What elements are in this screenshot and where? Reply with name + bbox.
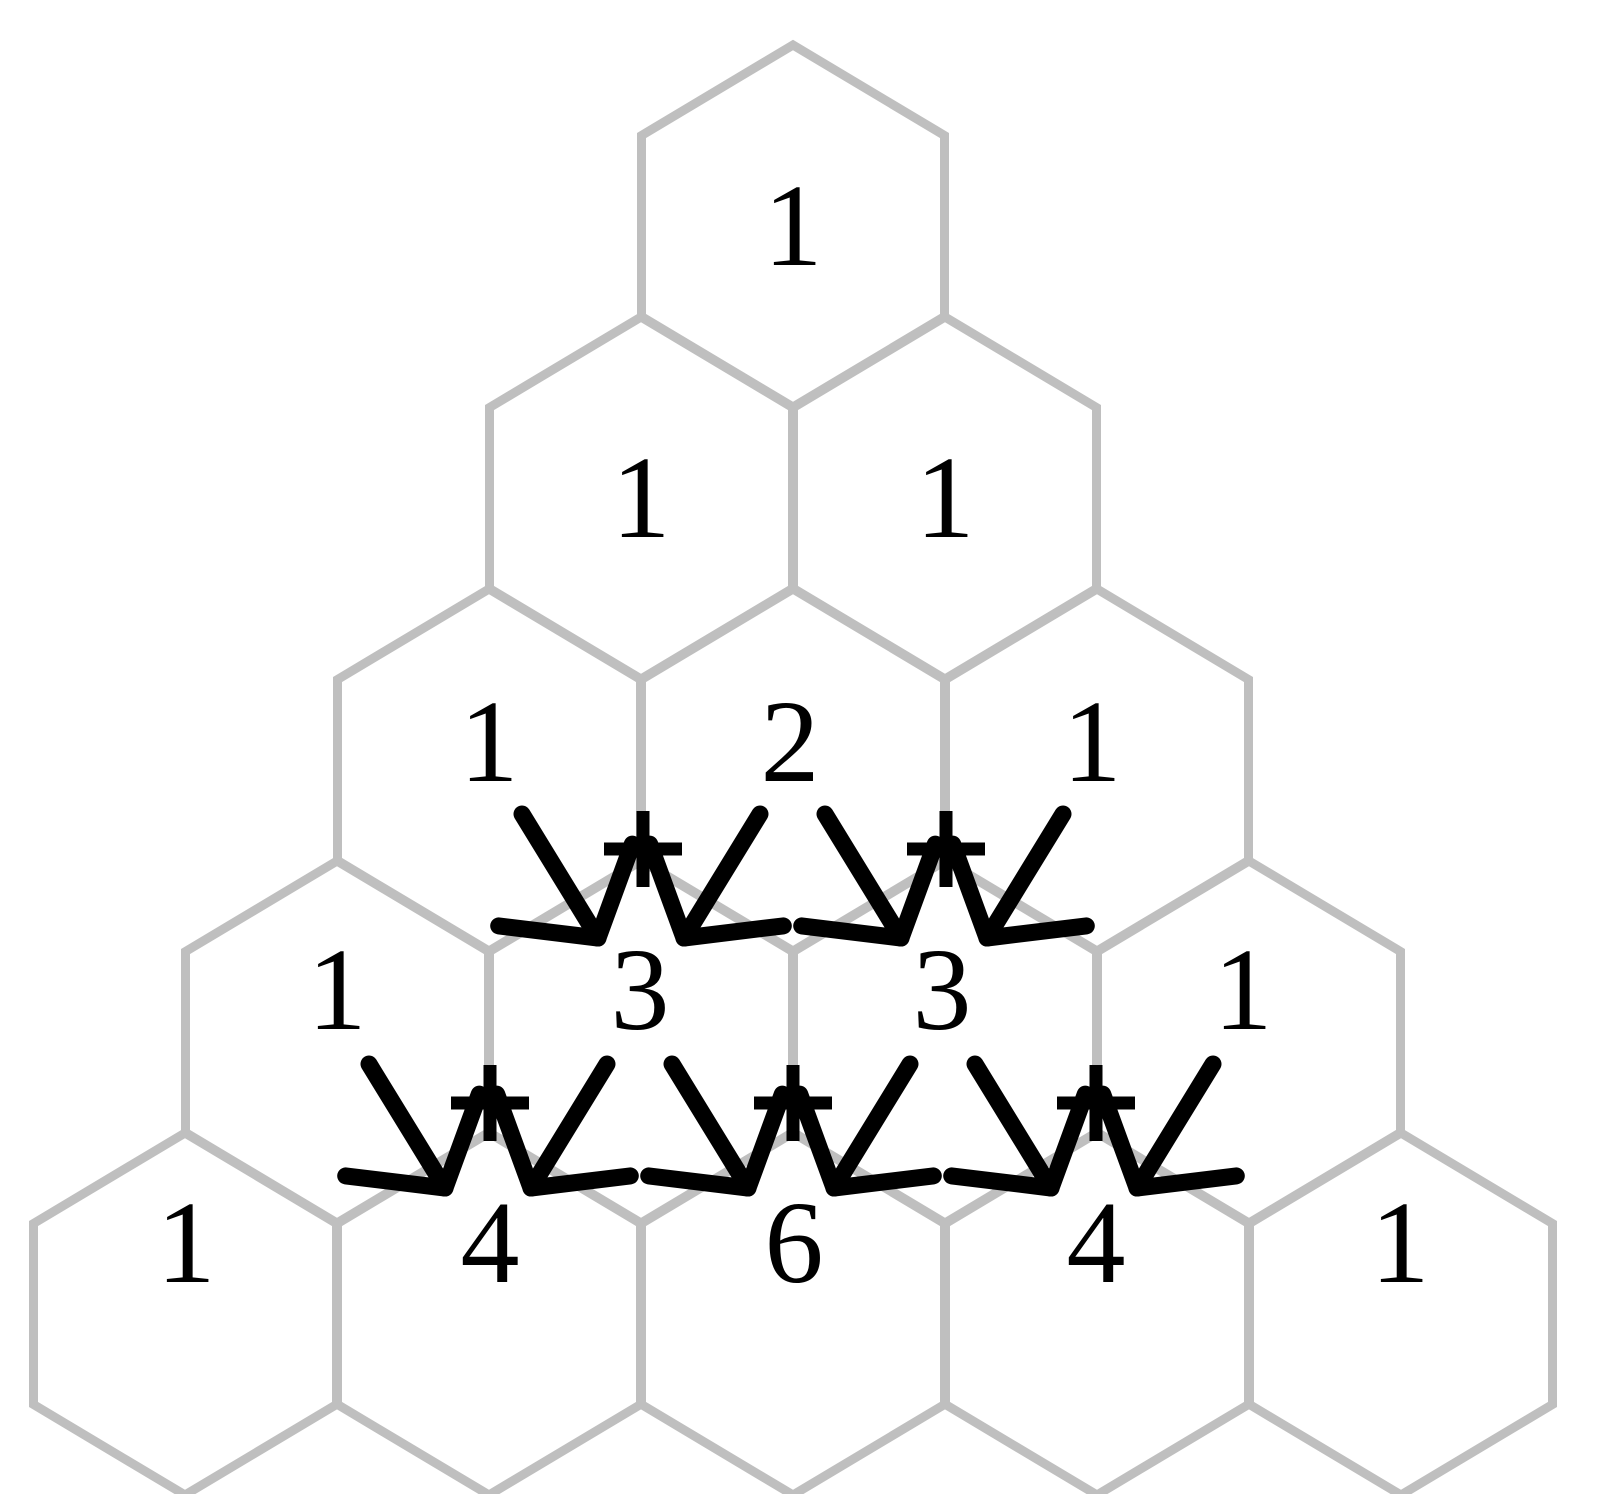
- plus-operator-icon: [754, 1065, 832, 1141]
- arrow-head-barb-2: [1128, 1167, 1245, 1197]
- hexagon-cell-value: 3: [610, 924, 670, 1055]
- sum-group-r3-to-r4-middle: [640, 1055, 942, 1197]
- hexagon-cell-value: 1: [459, 676, 519, 807]
- hexagon-cell-value: 1: [915, 432, 975, 563]
- arrow-shaft: [513, 805, 607, 947]
- plus-operator-icon: [451, 1065, 529, 1141]
- arrow-head-barb-2: [589, 835, 641, 947]
- arrow-shaft: [816, 805, 910, 947]
- hexagon-cell-value: 3: [912, 924, 972, 1055]
- arrow-head-barb-2: [825, 1167, 942, 1197]
- arrow-head-barb-1: [337, 1167, 454, 1197]
- sum-arrow-down-right: [793, 805, 944, 947]
- hexagon-cell-value: 1: [763, 160, 823, 291]
- hexagon-cell-value: 4: [460, 1177, 520, 1308]
- arrow-shaft: [663, 1055, 757, 1197]
- hexagon-cell-value: 1: [156, 1177, 216, 1308]
- sum-arrow-down-right: [943, 1055, 1094, 1197]
- arrow-shaft: [825, 1055, 919, 1197]
- plus-vertical-bar: [483, 1065, 497, 1141]
- arrow-head-barb-2: [436, 1085, 488, 1197]
- arrow-shaft: [360, 1055, 454, 1197]
- plus-operator-icon: [604, 811, 682, 887]
- arrow-head-barb-1: [943, 1167, 1060, 1197]
- arrow-head-barb-2: [892, 835, 944, 947]
- sum-arrow-down-right: [640, 1055, 791, 1197]
- arrow-head-barb-2: [522, 1167, 639, 1197]
- sum-arrow-down-right: [337, 1055, 488, 1197]
- hexagon-cell-value: 2: [760, 676, 820, 807]
- arrow-head-barb-2: [739, 1085, 791, 1197]
- sum-arrow-down-right: [490, 805, 641, 947]
- arrow-layer: [337, 805, 1245, 1197]
- plus-vertical-bar: [636, 811, 650, 887]
- sum-arrow-down-left: [791, 1055, 942, 1197]
- plus-operator-icon: [1057, 1065, 1135, 1141]
- plus-operator-icon: [907, 811, 985, 887]
- hexagon-cell-value: 4: [1066, 1177, 1126, 1308]
- sum-group-r3-to-r4-left: [337, 1055, 639, 1197]
- arrow-head-barb-2: [675, 917, 792, 947]
- sum-group-r2-to-r3-left: [490, 805, 792, 947]
- arrow-head-barb-1: [640, 1167, 757, 1197]
- arrow-head-barb-1: [944, 835, 996, 947]
- plus-vertical-bar: [786, 1065, 800, 1141]
- hexagon-outline-layer: [29, 39, 1557, 1494]
- hexagon-cell-value: 1: [1062, 676, 1122, 807]
- sum-group-r2-to-r3-right: [793, 805, 1095, 947]
- arrow-head-barb-1: [791, 1085, 843, 1197]
- arrow-head-barb-2: [1042, 1085, 1094, 1197]
- arrow-head-barb-2: [978, 917, 1095, 947]
- sum-arrow-down-left: [488, 1055, 639, 1197]
- hexagon-cell-value: 1: [611, 432, 671, 563]
- sum-arrow-down-left: [1094, 1055, 1245, 1197]
- sum-group-r3-to-r4-right: [943, 1055, 1245, 1197]
- hexagon-cell-value: 1: [307, 924, 367, 1055]
- plus-vertical-bar: [939, 811, 953, 887]
- hexagon-cell-value: 1: [1370, 1177, 1430, 1308]
- arrow-shaft: [978, 805, 1072, 947]
- arrow-head-barb-1: [488, 1085, 540, 1197]
- hexagon-cell-outline: [1245, 1127, 1557, 1494]
- hexagon-cell-value: 1: [1213, 924, 1273, 1055]
- arrow-shaft: [675, 805, 769, 947]
- sum-arrow-down-left: [944, 805, 1095, 947]
- arrow-head-barb-1: [1094, 1085, 1146, 1197]
- plus-vertical-bar: [1089, 1065, 1103, 1141]
- sum-arrow-down-left: [641, 805, 792, 947]
- hexagon-cell-value: 6: [764, 1177, 824, 1308]
- arrow-shaft: [1128, 1055, 1222, 1197]
- arrow-head-barb-1: [793, 917, 910, 947]
- arrow-head-barb-1: [490, 917, 607, 947]
- arrow-shaft: [522, 1055, 616, 1197]
- arrow-head-barb-1: [641, 835, 693, 947]
- arrow-shaft: [966, 1055, 1060, 1197]
